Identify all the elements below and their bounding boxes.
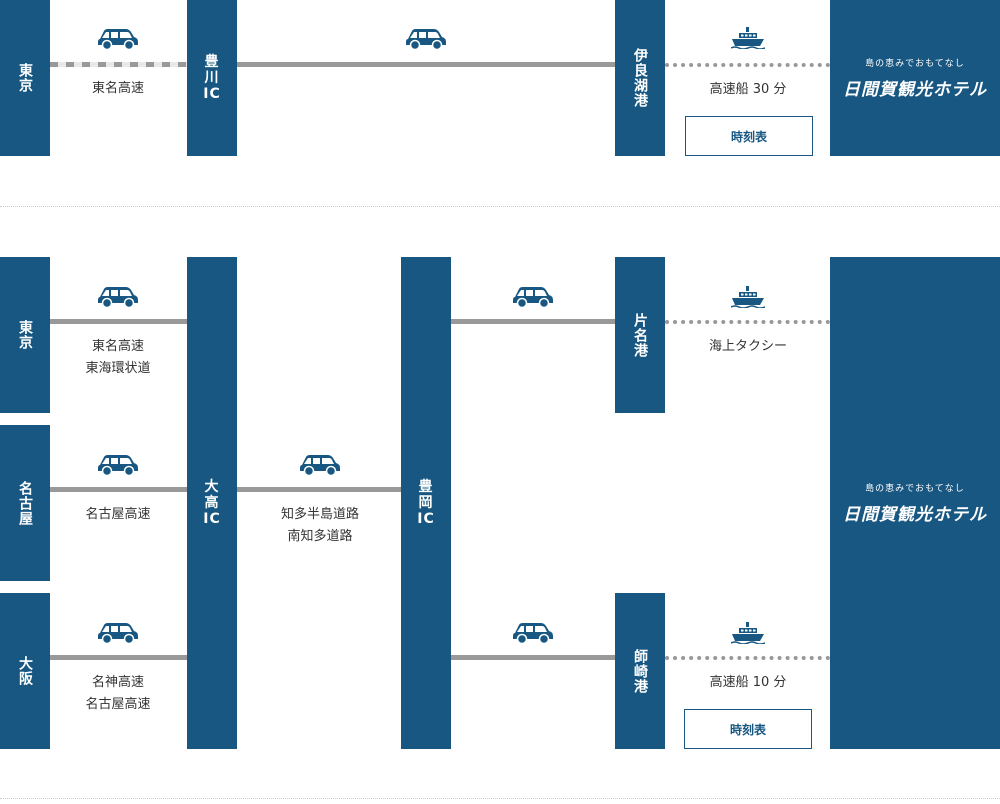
sea-route-line xyxy=(665,656,830,660)
divider xyxy=(0,206,1000,207)
station-nagoya: 名古屋 xyxy=(0,425,50,581)
car-icon xyxy=(97,286,139,308)
hotel-tagline: 島の恵みでおもてなし xyxy=(865,484,965,494)
car-icon xyxy=(299,454,341,476)
hotel-tagline: 島の恵みでおもてなし xyxy=(865,59,965,69)
leg-label: 名神高速 名古屋高速 xyxy=(85,675,151,712)
ship-icon xyxy=(731,622,765,644)
car-icon xyxy=(97,454,139,476)
station-label: 大 高 IC xyxy=(203,478,221,528)
leg-label: 名古屋高速 xyxy=(85,507,151,522)
leg-label: 海上タクシー xyxy=(708,339,788,354)
station-morozaki-port: 師崎港 xyxy=(615,593,665,749)
station-label: 片名港 xyxy=(632,312,649,358)
hotel-logo: 島の恵みでおもてなし 日間賀観光ホテル xyxy=(830,0,1000,156)
route-line xyxy=(50,487,187,492)
route-line xyxy=(451,319,615,324)
leg-label: 東名高速 東海環状道 xyxy=(85,339,151,376)
station-label: 豊 岡 IC xyxy=(417,478,435,528)
route-line xyxy=(237,62,615,67)
hotel-name: 日間賀観光ホテル xyxy=(843,80,987,100)
station-katana-port: 片名港 xyxy=(615,257,665,413)
station-label: 東京 xyxy=(17,63,34,93)
hotel-logo: 島の恵みでおもてなし 日間賀観光ホテル xyxy=(830,257,1000,749)
ship-icon xyxy=(731,286,765,308)
station-irago-port: 伊良湖港 xyxy=(615,0,665,156)
hotel-name: 日間賀観光ホテル xyxy=(843,505,987,525)
car-icon xyxy=(97,622,139,644)
car-icon xyxy=(512,286,554,308)
timetable-button[interactable]: 時刻表 xyxy=(684,709,812,749)
station-label: 師崎港 xyxy=(632,648,649,694)
station-odaka-ic: 大 高 IC xyxy=(187,257,237,749)
leg-label: 高速船 10 分 xyxy=(709,675,787,690)
route-line xyxy=(50,62,187,67)
route-line xyxy=(237,487,401,492)
divider xyxy=(0,798,1000,799)
station-tokyo: 東京 xyxy=(0,257,50,413)
car-icon xyxy=(97,28,139,50)
station-toyokawa-ic: 豊 川 IC xyxy=(187,0,237,156)
station-tokyo: 東京 xyxy=(0,0,50,156)
route-line xyxy=(451,655,615,660)
car-icon xyxy=(512,622,554,644)
leg-label: 知多半島道路 南知多道路 xyxy=(280,507,360,544)
timetable-button[interactable]: 時刻表 xyxy=(685,116,813,156)
sea-route-line xyxy=(665,63,830,67)
ship-icon xyxy=(731,27,765,49)
station-osaka: 大阪 xyxy=(0,593,50,749)
station-label: 名古屋 xyxy=(17,480,34,526)
station-label: 大阪 xyxy=(17,656,34,686)
station-toyooka-ic: 豊 岡 IC xyxy=(401,257,451,749)
car-icon xyxy=(405,28,447,50)
station-label: 伊良湖港 xyxy=(632,48,649,108)
leg-label: 東名高速 xyxy=(91,81,145,96)
station-label: 豊 川 IC xyxy=(203,53,221,103)
station-label: 東京 xyxy=(17,320,34,350)
route-line xyxy=(50,655,187,660)
sea-route-line xyxy=(665,320,830,324)
leg-label: 高速船 30 分 xyxy=(709,82,787,97)
route-line xyxy=(50,319,187,324)
